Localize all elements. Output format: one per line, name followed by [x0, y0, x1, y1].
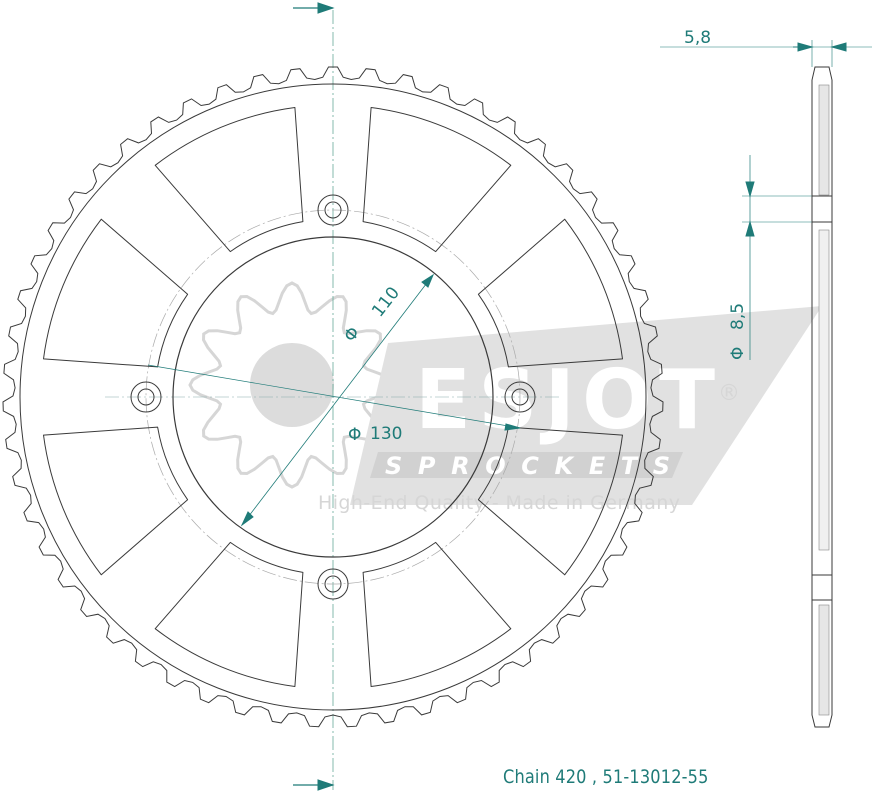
bolt-circle-line	[145, 209, 521, 585]
dimension-annotations	[147, 2, 872, 791]
window-cutout	[43, 426, 189, 576]
logo-registered: ®	[718, 381, 740, 406]
window-cutout	[362, 107, 512, 253]
logo-subtitle-band	[370, 452, 683, 478]
lightening-windows	[43, 107, 623, 687]
logo-subtitle: SPROCKETS	[385, 452, 670, 480]
watermark-logo: ESJOT ® SPROCKETS High-End Quality - Mad…	[188, 281, 822, 514]
bore-label: 130	[370, 424, 402, 444]
bolt-hole	[504, 381, 536, 413]
hole-label: 8,5	[728, 303, 748, 330]
bolt-hole	[511, 388, 529, 406]
window-cutout	[154, 107, 304, 253]
drawing-caption: Chain 420 , 51-13012-55	[503, 766, 709, 788]
hole-symbol: Φ	[728, 347, 748, 360]
bolt-hole	[317, 194, 349, 226]
window-cutout	[43, 218, 189, 368]
bolt-hole	[130, 381, 162, 413]
thickness-label: 5,8	[684, 28, 711, 48]
logo-tagline: High-End Quality - Made in Germany	[318, 492, 680, 514]
window-cutout	[477, 218, 623, 368]
bolt-hole	[137, 388, 155, 406]
bolt-hole	[324, 201, 342, 219]
bolt-hole	[324, 575, 342, 593]
window-cutout	[477, 426, 623, 576]
side-view	[811, 66, 833, 728]
window-cutout	[362, 541, 512, 687]
tooth-root-circle	[19, 83, 647, 711]
bore-symbol: Φ	[348, 425, 361, 445]
center-bore	[172, 236, 494, 558]
window-cutout	[154, 541, 304, 687]
logo-brand: ESJOT	[415, 353, 715, 448]
sprocket-teeth-outline	[2, 66, 664, 728]
bolt-holes	[130, 194, 536, 600]
pinion-hub	[250, 343, 334, 427]
bolt-hole	[317, 568, 349, 600]
pinion-outline	[188, 281, 396, 489]
bolt-circle-label: 110	[368, 283, 404, 321]
